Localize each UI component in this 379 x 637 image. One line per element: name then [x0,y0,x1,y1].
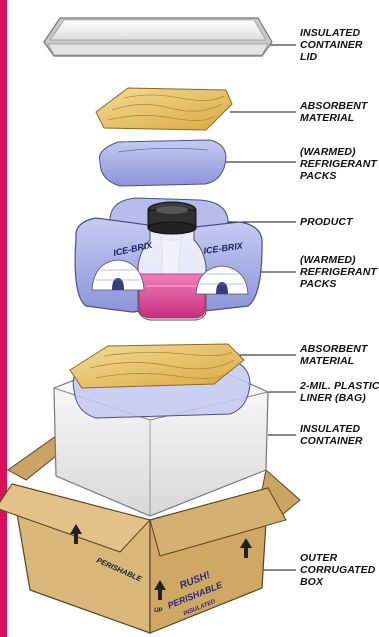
label-lid: INSULATED CONTAINER LID [300,27,378,63]
label-box: OUTER CORRUGATED BOX [300,552,378,588]
label-container: INSULATED CONTAINER [300,423,378,447]
absorbent-material-bottom [70,344,244,388]
label-refrigerant-top: (WARMED) REFRIGERANT PACKS [300,146,378,182]
box-up-text: UP [154,608,163,614]
label-absorbent-bottom: ABSORBENT MATERIAL [300,343,378,367]
label-refrigerant-mid: (WARMED) REFRIGERANT PACKS [300,254,378,290]
label-absorbent-top: ABSORBENT MATERIAL [300,100,378,124]
product-group [75,198,262,320]
label-liner: 2-MIL. PLASTIC LINER (BAG) [300,380,378,404]
label-product: PRODUCT [300,216,378,228]
absorbent-material-top [96,88,232,130]
container-lid [44,18,272,56]
refrigerant-pack-top [99,140,226,186]
